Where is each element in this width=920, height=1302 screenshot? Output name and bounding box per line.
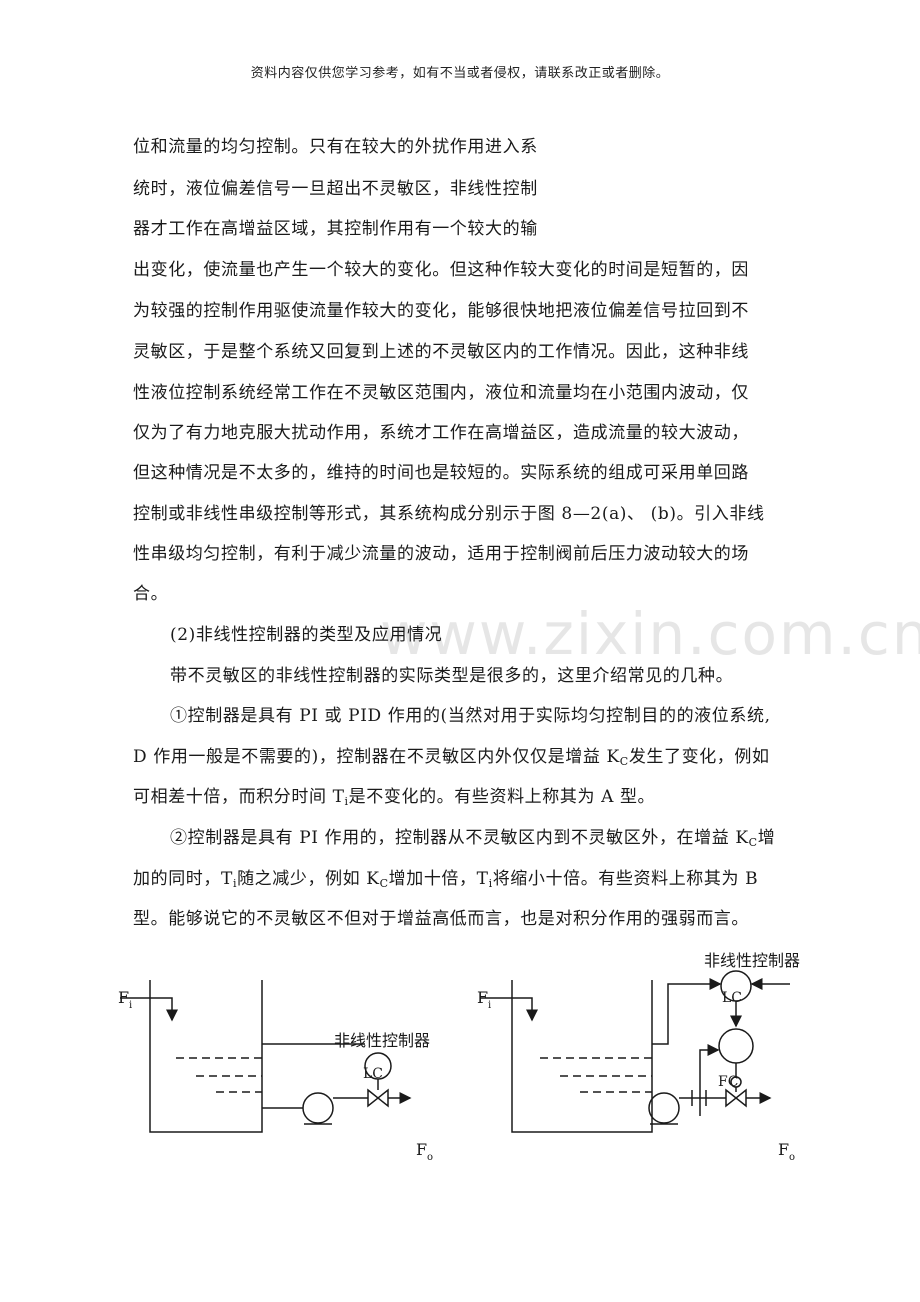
diagram-a-lc-label: LC [363, 1066, 383, 1082]
diagram-b: 非线性控制器 F i LC FC F o [477, 951, 800, 1163]
diagram-b-fo-sub: o [789, 1152, 795, 1163]
body-line-8: 仅为了有力地克服大扰动作用，系统才工作在高增益区，造成流量的较大波动， [133, 423, 749, 443]
body-line-2: 统时，液位偏差信号一旦超出不灵敏区，非线性控制 [133, 179, 538, 199]
body-line-4: 出变化，使流量也产生一个较大的变化。但这种作较大变化的时间是短暂的，因 [133, 260, 749, 280]
diagram-a-valve-icon [367, 1088, 389, 1108]
body-line-3: 器才工作在高增益区域，其控制作用有一个较大的输 [133, 219, 538, 239]
diagram-b-flow-signal [699, 1044, 720, 1116]
diagram-a-tank [149, 980, 263, 1133]
diagram-b-fi-sub: i [488, 1000, 491, 1011]
body-line-9: 但这种情况是不太多的，维持的时间也是较短的。实际系统的组成可采用单回路 [133, 463, 749, 483]
diagram-b-fc-circle [718, 1028, 754, 1064]
item2-line-1: ②控制器是具有 PI 作用的，控制器从不灵敏区内到不灵敏区外，在增益 KC增 [170, 828, 776, 849]
item1-line-2: D 作用一般是不需要的)，控制器在不灵敏区内外仅仅是增益 KC发生了变化，例如 [133, 747, 770, 768]
diagram-b-inflow-arrow [480, 997, 538, 1022]
diagram-a: F i 非线性控制器 LC F o [118, 980, 433, 1163]
diagram-b-valve-icon [725, 1088, 747, 1108]
item2-line-2: 加的同时，Ti随之减少，例如 KC增加十倍，Ti将缩小十倍。有些资料上称其为 B [133, 869, 759, 890]
body-line-1: 位和流量的均匀控制。只有在较大的外扰作用进入系 [133, 137, 538, 157]
body-line-12: 合。 [133, 584, 169, 604]
diagram-a-controller-label: 非线性控制器 [334, 1031, 430, 1050]
process-diagrams: F i 非线性控制器 LC F o 非线性控制器 F i LC [118, 951, 800, 1163]
body-line-11: 性串级均匀控制，有利于减少流量的波动，适用于控制阀前后压力波动较大的场 [133, 544, 749, 564]
body-line-5: 为较强的控制作用驱使流量作较大的变化，能够很快地把液位偏差信号拉回到不 [133, 301, 749, 321]
diagram-b-tank [511, 980, 653, 1133]
body-line-7: 性液位控制系统经常工作在不灵敏区范围内，液位和流量均在小范围内波动，仅 [133, 383, 749, 403]
diagram-a-fo-sub: o [427, 1152, 433, 1163]
diagram-b-pump-icon [648, 1092, 680, 1124]
page-header-notice: 资料内容仅供您学习参考，如有不当或者侵权，请联系改正或者删除。 [250, 66, 670, 81]
watermark: www.zixin.com.cn [380, 600, 920, 668]
body-line-10: 控制或非线性串级控制等形式，其系统构成分别示于图 8—2(a)、 (b)。引入非… [133, 504, 765, 524]
diagram-a-fi-sub: i [129, 1000, 132, 1011]
section-heading: (2)非线性控制器的类型及应用情况 [170, 625, 443, 645]
diagram-b-level-signal [652, 978, 722, 1045]
diagram-a-inflow-arrow [120, 997, 178, 1022]
diagram-b-controller-label: 非线性控制器 [704, 951, 800, 970]
diagram-b-lc-label: LC [722, 990, 742, 1006]
item1-line-1: ①控制器是具有 PI 或 PID 作用的(当然对用于实际均匀控制目的的液位系统, [170, 706, 771, 726]
diagram-b-fo-label: F [778, 1140, 789, 1159]
diagram-a-pump-icon [302, 1092, 334, 1124]
diagram-a-fo-label: F [416, 1140, 427, 1159]
section-intro: 带不灵敏区的非线性控制器的实际类型是很多的，这里介绍常见的几种。 [170, 666, 734, 686]
item2-line-3: 型。能够说它的不灵敏区不但对于增益高低而言，也是对积分作用的强弱而言。 [133, 909, 749, 929]
item1-line-3: 可相差十倍，而积分时间 Ti是不变化的。有些资料上称其为 A 型。 [133, 787, 656, 808]
body-line-6: 灵敏区，于是整个系统又回复到上述的不灵敏区内的工作情况。因此，这种非线 [133, 342, 749, 362]
